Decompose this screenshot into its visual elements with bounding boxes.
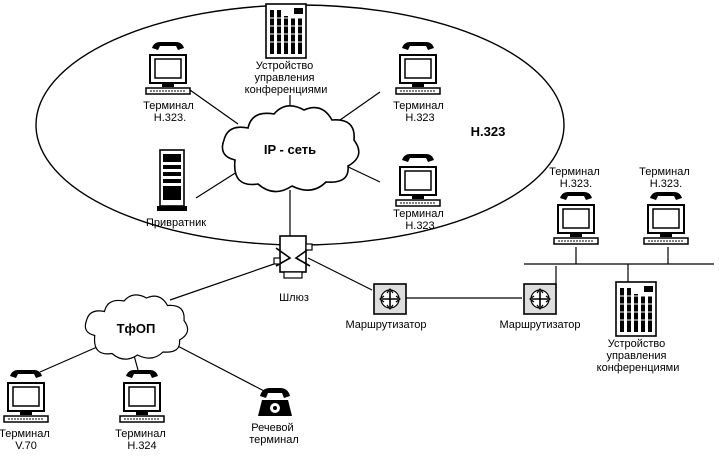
server-rack-icon [615, 281, 657, 337]
desk-telephone-icon [402, 42, 434, 50]
desk-telephone-icon [650, 192, 682, 200]
tower-server-icon [157, 149, 187, 211]
pstn-label: ТфОП [117, 321, 156, 336]
workstation-terminal-icon [395, 166, 441, 207]
terminal-v70-label: Терминал V.70 [0, 428, 53, 452]
ip-network-label: IP - сеть [264, 142, 316, 157]
workstation-terminal-icon [3, 382, 49, 423]
workstation-terminal-icon [553, 204, 599, 245]
router-icon [373, 283, 407, 315]
gatekeeper-label: Привратник [146, 217, 206, 229]
workstation-terminal-icon [395, 54, 441, 95]
voice-terminal-label: Речевой терминал [249, 422, 298, 446]
desk-telephone-icon [402, 154, 434, 162]
desk-telephone-icon [10, 370, 42, 378]
workstation-terminal-icon [119, 382, 165, 423]
router-1-label: Маршрутизатор [345, 319, 426, 331]
h323-zone-label: H.323 [471, 124, 506, 139]
router-icon [523, 283, 557, 315]
desk-telephone-icon [126, 370, 158, 378]
workstation-terminal-icon [643, 204, 689, 245]
terminal-top-left-label: Терминал H.323. [143, 100, 197, 124]
server-rack-icon [265, 3, 307, 59]
terminal-mid-right-label: Терминал H.323 [393, 208, 447, 232]
router-2-label: Маршрутизатор [499, 319, 580, 331]
mcu-top-label: Устройство управления конференциями [245, 60, 328, 96]
desk-telephone-icon [258, 388, 292, 416]
gateway-label: Шлюз [279, 292, 309, 304]
terminal-lan-1-label: Терминал H.323. [549, 166, 603, 190]
desk-telephone-icon [560, 192, 592, 200]
terminal-h324-label: Терминал H.324 [115, 428, 169, 452]
workstation-terminal-icon [145, 54, 191, 95]
terminal-top-right-label: Терминал H.323 [393, 100, 447, 124]
mcu-right-label: Устройство управления конференциями [597, 338, 680, 374]
terminal-lan-2-label: Терминал H.323. [639, 166, 693, 190]
desk-telephone-icon [152, 42, 184, 50]
gateway-device-icon [273, 235, 313, 279]
